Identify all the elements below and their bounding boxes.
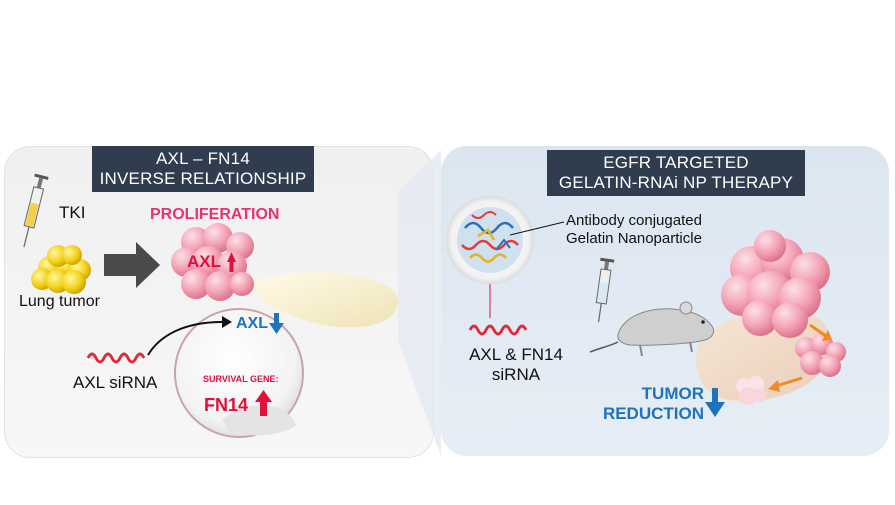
progression-arrow <box>104 242 160 288</box>
tumor-label-line1: TUMOR <box>641 384 704 403</box>
proliferating-tumor-icon <box>171 223 254 301</box>
lung-tumor-icon <box>31 245 91 294</box>
reduction-arrows <box>768 323 832 392</box>
right-title-line2: GELATIN-RNAi NP THERAPY <box>558 173 794 192</box>
mouse-icon <box>589 301 715 357</box>
injection-syringe-icon <box>595 257 615 323</box>
axl-sirna-label: AXL siRNA <box>73 373 158 392</box>
np-label-line1: Antibody conjugated <box>566 212 702 229</box>
sirna-label: AXL & FN14 siRNA <box>468 345 564 385</box>
tki-label: TKI <box>59 203 86 222</box>
reduction-down-arrow-icon <box>705 388 725 417</box>
fn14-label: FN14 <box>204 395 249 415</box>
axl-up-label: AXL <box>187 252 221 271</box>
sirna-strand-right-icon <box>468 324 528 336</box>
lung-tumor-label: Lung tumor <box>19 293 100 310</box>
left-panel-title: AXL – FN14 INVERSE RELATIONSHIP <box>92 146 314 192</box>
cell-sphere <box>174 308 304 438</box>
np-label: Antibody conjugated Gelatin Nanoparticle <box>566 212 702 248</box>
np-label-line2: Gelatin Nanoparticle <box>566 230 702 247</box>
projection-funnel <box>398 150 441 456</box>
left-title-line1: AXL – FN14 <box>156 149 250 168</box>
large-tumor-icon <box>721 230 830 338</box>
fn14-up-arrow-icon <box>255 390 272 416</box>
tumor-label-line2: REDUCTION <box>602 404 704 423</box>
medium-tumor-icon <box>795 333 846 377</box>
axl-down-arrow-icon <box>269 313 284 334</box>
sirna-strand-icon <box>86 352 146 364</box>
syringe-icon <box>23 173 49 248</box>
tumor-reduction-label: TUMOR REDUCTION <box>594 384 704 424</box>
left-title-line2: INVERSE RELATIONSHIP <box>99 169 307 188</box>
proliferation-label: PROLIFERATION <box>150 206 280 223</box>
np-pointer-line <box>509 221 565 236</box>
axl-down-label: AXL <box>236 315 268 332</box>
sirna-label-line2: siRNA <box>491 365 541 384</box>
axl-up-arrow-icon <box>227 252 236 272</box>
right-panel-title: EGFR TARGETED GELATIN-RNAi NP THERAPY <box>547 150 805 196</box>
survival-gene-label: SURVIVAL GENE: <box>203 374 279 384</box>
sirna-label-line1: AXL & FN14 <box>469 345 563 364</box>
small-tumor-icon <box>736 376 767 405</box>
nanoparticle-icon <box>446 196 534 284</box>
right-title-line1: EGFR TARGETED <box>603 153 749 172</box>
cream-blob <box>252 272 399 328</box>
knockdown-arrow <box>147 321 223 356</box>
